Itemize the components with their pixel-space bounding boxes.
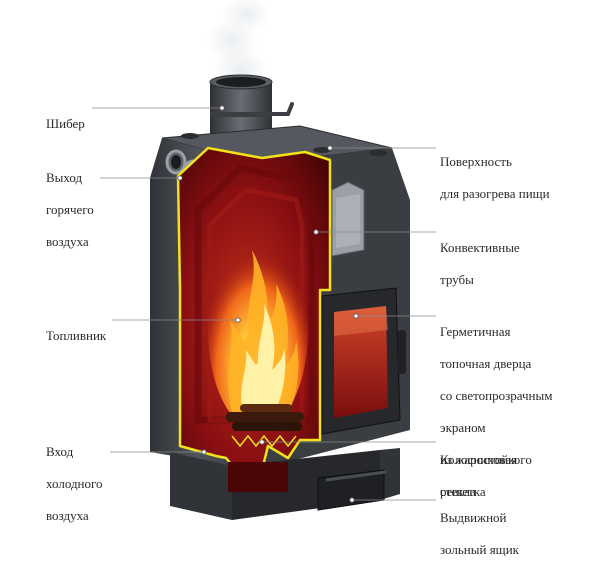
door-handle [398,330,406,374]
damper-handle [270,102,294,116]
name-plate [331,181,365,257]
label-convection-tubes: Конвективные трубы [440,240,520,287]
label-ash-drawer: Выдвижной зольный ящик [440,510,519,557]
label-cold-air-in: Вход холодного воздуха [46,444,103,523]
firebox-door [321,287,406,435]
label-hot-air-out: Выход горячего воздуха [46,170,94,249]
label-cooking-surface: Поверхность для разогрева пищи [440,154,550,201]
leader-dots [177,105,359,503]
label-sealed-door: Герметичная топочная дверца со светопроз… [440,324,553,499]
label-grate: Колосниковая решетка [440,452,518,499]
fire-flames [208,230,308,430]
leader-lines [92,107,436,501]
firewood-logs [226,404,304,431]
cutaway-interior [176,146,332,492]
label-shiber: Шибер [46,116,85,131]
label-firebox: Топливник [46,328,107,343]
grate [231,434,297,448]
